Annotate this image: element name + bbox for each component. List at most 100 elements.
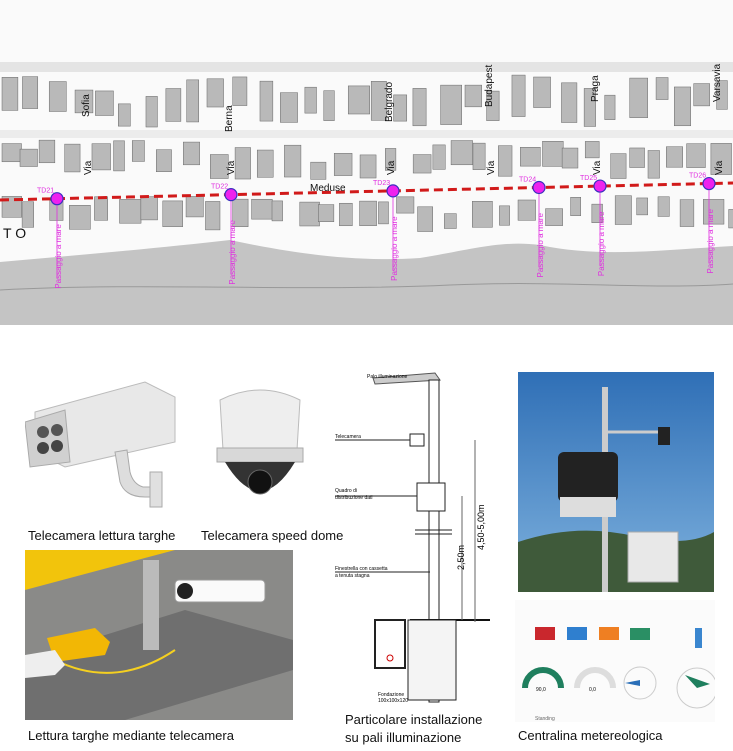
map-building xyxy=(1,77,19,111)
map-building xyxy=(140,196,158,221)
map-building xyxy=(91,143,111,171)
point-label: Passaggio a mare xyxy=(706,209,715,274)
map-building xyxy=(131,140,145,162)
gauge-rain-value: 0,0 xyxy=(589,687,596,693)
label-window-2: a tenuta stagna xyxy=(335,573,370,579)
map-building xyxy=(385,148,397,171)
point-label: Passaggio a mare xyxy=(390,216,399,281)
map-building xyxy=(304,86,317,114)
label-box-1: Quadro di xyxy=(335,488,357,494)
map-building xyxy=(499,205,510,226)
street-prefix: Via xyxy=(386,160,397,175)
street-prefix: Via xyxy=(83,160,94,175)
map-building xyxy=(450,140,473,166)
map-building xyxy=(64,143,81,173)
map-building xyxy=(299,201,320,227)
map-building xyxy=(412,88,427,127)
street-prefix: Via xyxy=(592,160,603,175)
map-building xyxy=(310,161,327,180)
label-pole: Palo illuminazione xyxy=(367,374,408,380)
map-building xyxy=(583,88,596,127)
map-building xyxy=(38,139,56,164)
street-name: Praga xyxy=(590,75,601,102)
map-building xyxy=(417,206,434,232)
map-building xyxy=(614,195,632,225)
map-building xyxy=(657,196,670,217)
map-building xyxy=(432,144,446,170)
site-map: SofiaViaBernaViaBelgradoViaBudapestViaPr… xyxy=(0,0,733,325)
map-building xyxy=(280,92,298,123)
map-building xyxy=(48,81,67,112)
route-line xyxy=(0,181,733,202)
map-point[interactable] xyxy=(702,176,716,191)
map-building xyxy=(629,77,648,118)
map-building xyxy=(610,153,627,179)
map-building xyxy=(165,88,182,122)
map-point[interactable] xyxy=(532,180,546,195)
map-building xyxy=(666,146,683,168)
map-building xyxy=(472,142,486,170)
map-building xyxy=(271,200,283,222)
map-building xyxy=(155,149,172,172)
map-building xyxy=(162,200,183,227)
map-point[interactable] xyxy=(50,192,64,206)
map-building xyxy=(686,143,706,168)
point-id: TD22 xyxy=(211,184,228,191)
caption-camera-dome: Telecamera speed dome xyxy=(201,528,344,543)
map-building xyxy=(464,84,482,108)
street-prefix: Via xyxy=(714,160,725,175)
status-value: Standing xyxy=(535,716,555,722)
map-building xyxy=(498,145,513,177)
map-buildings xyxy=(1,74,733,232)
map-building xyxy=(113,140,125,172)
map-building xyxy=(412,154,432,174)
map-building xyxy=(206,78,224,108)
weather-station-photo xyxy=(518,372,714,592)
map-building xyxy=(393,94,408,122)
map-building xyxy=(591,203,603,223)
map-building xyxy=(561,82,578,123)
map-building xyxy=(647,150,660,179)
map-building xyxy=(359,154,377,179)
map-building xyxy=(520,147,541,167)
map-point[interactable] xyxy=(386,184,400,198)
map-building xyxy=(1,196,22,218)
map-building xyxy=(716,80,728,110)
map-building xyxy=(359,200,377,226)
map-building xyxy=(119,199,142,224)
map-building xyxy=(284,144,302,178)
map-building xyxy=(234,147,251,180)
plate-camera-photo xyxy=(25,381,176,508)
road-top xyxy=(0,62,733,72)
road-middle xyxy=(0,130,733,138)
caption-plate-reading: Lettura targhe mediante telecamera xyxy=(28,728,234,743)
label-camera: Telecamera xyxy=(335,434,361,440)
point-id: TD26 xyxy=(689,173,706,180)
map-building xyxy=(486,90,500,121)
point-id: TD25 xyxy=(580,175,597,182)
map-building xyxy=(185,196,204,218)
map-building xyxy=(186,79,199,123)
map-building xyxy=(259,80,274,122)
street-prefix: Via xyxy=(226,160,237,175)
map-building xyxy=(693,83,710,107)
map-building xyxy=(95,90,114,116)
map-building xyxy=(205,201,221,231)
map-building xyxy=(69,205,91,230)
map-building xyxy=(674,86,691,127)
map-building xyxy=(333,153,353,176)
street-name: Budapest xyxy=(484,65,495,107)
map-building xyxy=(444,213,457,229)
point-label: Passaggio a mare xyxy=(597,211,606,276)
map-point[interactable] xyxy=(224,188,238,202)
street-name: Varsavia xyxy=(712,63,723,102)
map-building xyxy=(118,103,131,127)
map-point[interactable] xyxy=(593,179,607,193)
plate-reading-photo xyxy=(25,550,293,720)
map-building xyxy=(728,209,733,229)
map-building xyxy=(636,197,648,216)
map-building xyxy=(19,148,38,167)
map-building xyxy=(251,198,273,220)
map-building xyxy=(517,199,536,221)
